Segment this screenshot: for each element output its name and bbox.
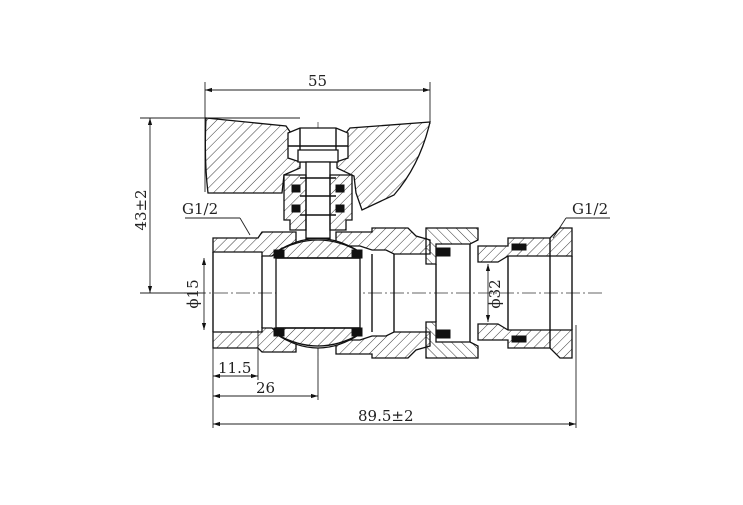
valve-stem: [283, 161, 353, 247]
valve-body: [212, 227, 431, 359]
union-nut: [425, 227, 479, 359]
dim-total-length: 89.5±2: [358, 407, 414, 425]
dim-bore-diameter: ϕ15: [184, 279, 202, 308]
dim-thread-right: G1/2: [572, 200, 608, 218]
dim-center-distance: 26: [256, 379, 275, 397]
dim-height-left: 43±2: [132, 189, 150, 230]
dim-nut-diameter: ϕ32: [486, 279, 504, 308]
tailpiece: [477, 227, 573, 359]
dim-thread-length: 11.5: [218, 359, 251, 377]
dim-width-top: 55: [308, 72, 327, 90]
dim-thread-left: G1/2: [182, 200, 218, 218]
